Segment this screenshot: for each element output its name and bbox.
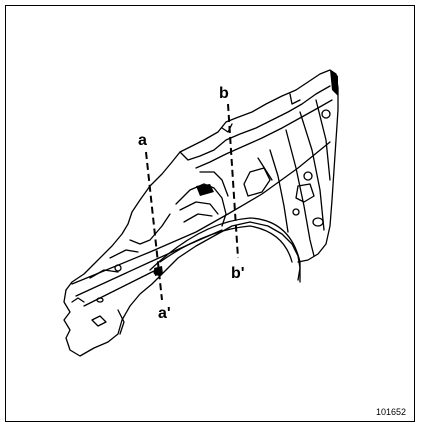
wheel-arch [149, 217, 301, 283]
section-line-a [145, 151, 163, 301]
section-label-b-prime: b' [231, 265, 245, 282]
section-label-a: a [138, 132, 147, 149]
section-line-b [227, 103, 239, 259]
panel-outline-upper [65, 69, 339, 291]
figure-reference-number: 101652 [376, 407, 407, 417]
section-label-a-prime: a' [158, 305, 171, 322]
section-label-b: b [219, 85, 229, 102]
panel-outline-lower [63, 221, 301, 357]
